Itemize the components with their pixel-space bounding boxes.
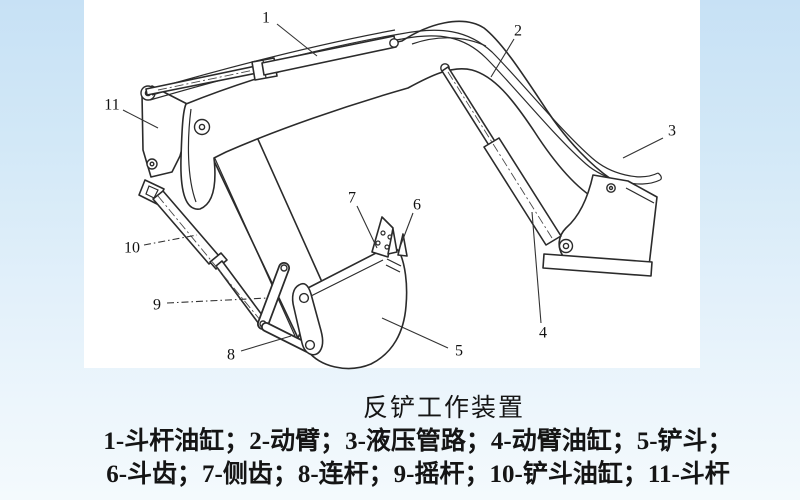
bucket-bracket-top-hole xyxy=(298,292,310,304)
side-plate-rivet-2 xyxy=(380,230,386,236)
bucket-tooth-1 xyxy=(387,228,398,255)
figure-title: 反铲工作装置 xyxy=(362,395,525,422)
leader-line-3 xyxy=(622,137,664,159)
lip-edge-2 xyxy=(385,264,401,273)
leader-line-5 xyxy=(381,317,449,349)
bucket-tooth-2 xyxy=(397,233,408,257)
boom-arm-pivot-pin xyxy=(198,123,206,131)
arm-lower-pin xyxy=(149,161,155,167)
leader-line-10 xyxy=(143,234,198,246)
callout-label-7: 7 xyxy=(348,190,356,207)
boom-body xyxy=(180,20,612,210)
leader-line-9 xyxy=(166,297,269,304)
bucket-lip-inner xyxy=(308,259,384,298)
leader-line-6 xyxy=(399,212,414,248)
callout-label-6: 6 xyxy=(413,197,421,214)
leader-line-8 xyxy=(240,335,292,352)
arm-plate xyxy=(141,85,198,178)
arm-cylinder-mount-hole xyxy=(389,38,399,48)
leader-line-2 xyxy=(490,38,515,78)
callout-label-1: 1 xyxy=(262,10,270,27)
rocker-face xyxy=(258,263,289,329)
hose-3 xyxy=(149,29,396,91)
bracket-top-pin xyxy=(608,185,614,191)
bracket-lower-pin xyxy=(562,242,570,250)
callout-label-4: 4 xyxy=(539,325,547,342)
bucket-cylinder-gland xyxy=(209,252,228,270)
base-bar xyxy=(542,253,653,277)
rocker-top-hole xyxy=(280,264,288,272)
hose-tip xyxy=(657,172,662,181)
callout-layer: 1 2 3 4 5 6 7 8 9 10 11 xyxy=(104,10,676,364)
boom-cylinder-centerline xyxy=(447,71,553,239)
callout-label-9: 9 xyxy=(153,297,161,314)
lip-edge-1 xyxy=(386,258,402,267)
bucket-cylinder-rod xyxy=(215,260,266,325)
arm-cylinder-centerline xyxy=(157,69,255,91)
legend-line-2: 6-斗齿；7-侧齿；8-连杆；9-摇杆；10-铲斗油缸；11-斗杆 xyxy=(106,461,730,488)
callout-label-2: 2 xyxy=(514,23,522,40)
arm-cylinder xyxy=(145,35,399,96)
bracket-edge-detail xyxy=(625,187,655,204)
leader-line-7 xyxy=(356,205,378,249)
callout-label-5: 5 xyxy=(455,343,463,360)
boom-tongue-rim xyxy=(187,108,197,203)
leader-line-4 xyxy=(531,211,542,324)
base-bracket xyxy=(542,174,658,277)
side-plate-rivet-1 xyxy=(375,240,381,246)
leader-line-1 xyxy=(276,23,318,57)
legend-line-1: 1-斗杆油缸；2-动臂；3-液压管路；4-动臂油缸；5-铲斗； xyxy=(103,428,733,455)
callout-label-10: 10 xyxy=(124,240,140,257)
bucket xyxy=(291,216,408,370)
bucket-cylinder-centerline xyxy=(157,195,262,322)
boom-cylinder xyxy=(440,63,574,254)
callout-label-11: 11 xyxy=(104,97,119,114)
callout-label-8: 8 xyxy=(227,347,235,364)
figure-caption: 反铲工作装置 1-斗杆油缸；2-动臂；3-液压管路；4-动臂油缸；5-铲斗； 6… xyxy=(0,393,800,491)
bucket-bracket-bottom-hole xyxy=(304,339,316,351)
bucket-bracket xyxy=(291,282,324,356)
arm-beam-edge xyxy=(211,151,296,337)
bucket-cylinder xyxy=(152,190,266,325)
leader-line-11 xyxy=(122,109,159,129)
callout-label-3: 3 xyxy=(668,123,676,140)
